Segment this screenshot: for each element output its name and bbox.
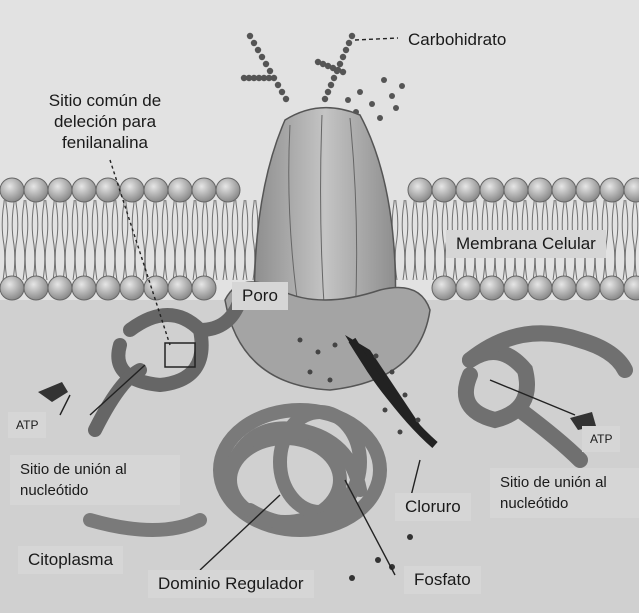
lipid-head	[432, 178, 456, 202]
lipid-head	[528, 178, 552, 202]
lipid-head	[48, 276, 72, 300]
sugar-bead	[255, 47, 261, 53]
sugar-bead	[279, 89, 285, 95]
lipid-head	[24, 276, 48, 300]
lipid-head	[576, 276, 600, 300]
label-dominio-regulador: Dominio Regulador	[148, 570, 314, 598]
sugar-bead	[331, 75, 337, 81]
lipid-head	[192, 276, 216, 300]
lipid-head	[552, 276, 576, 300]
lipid-head	[504, 178, 528, 202]
lipid-head	[192, 178, 216, 202]
lipid-head	[552, 178, 576, 202]
sugar-bead	[343, 47, 349, 53]
sugar-bead	[340, 54, 346, 60]
label-sitio-delecion: Sitio común de deleción para fenilanalin…	[10, 86, 200, 157]
lipid-head	[480, 276, 504, 300]
sugar-bead	[328, 82, 334, 88]
lipid-head	[24, 178, 48, 202]
label-sitio-union-right: Sitio de unión al nucleótido	[490, 468, 639, 518]
lipid-head	[624, 178, 639, 202]
lipid-head	[72, 276, 96, 300]
lipid-head	[456, 178, 480, 202]
lipid-head	[0, 178, 24, 202]
lipid-head	[120, 178, 144, 202]
sugar-bead	[275, 82, 281, 88]
sugar-bead	[259, 54, 265, 60]
lipid-head	[168, 276, 192, 300]
lipid-head	[96, 276, 120, 300]
lipid-head	[480, 178, 504, 202]
lipid-head	[600, 178, 624, 202]
sugar-bead	[251, 40, 257, 46]
lipid-head	[144, 178, 168, 202]
lipid-head	[456, 276, 480, 300]
lipid-head	[144, 276, 168, 300]
lipid-head	[120, 276, 144, 300]
lipid-head	[48, 178, 72, 202]
carbohydrate-chains	[241, 33, 355, 102]
lipid-head	[528, 276, 552, 300]
sugar-bead	[283, 96, 289, 102]
sugar-bead	[263, 61, 269, 67]
label-atp-left: ATP	[8, 412, 46, 438]
sugar-bead	[267, 68, 273, 74]
lipid-head	[432, 276, 456, 300]
lipid-head	[96, 178, 120, 202]
sugar-bead	[349, 33, 355, 39]
lipid-head	[600, 276, 624, 300]
lipid-head	[408, 178, 432, 202]
sugar-bead	[346, 40, 352, 46]
label-membrana-celular: Membrana Celular	[446, 230, 606, 258]
lipid-head	[576, 178, 600, 202]
label-carbohidrato: Carbohidrato	[398, 26, 516, 54]
sugar-bead	[325, 89, 331, 95]
label-cloruro: Cloruro	[395, 493, 471, 521]
label-poro: Poro	[232, 282, 288, 310]
sugar-bead	[337, 61, 343, 67]
sugar-bead	[322, 96, 328, 102]
sugar-bead	[247, 33, 253, 39]
label-citoplasma: Citoplasma	[18, 546, 123, 574]
label-fosfato: Fosfato	[404, 566, 481, 594]
lipid-head	[216, 178, 240, 202]
label-sitio-union-left: Sitio de unión al nucleótido	[10, 455, 180, 505]
sugar-bead	[340, 69, 346, 75]
lipid-head	[72, 178, 96, 202]
lipid-head	[168, 178, 192, 202]
lipid-head	[0, 276, 24, 300]
label-atp-right: ATP	[582, 426, 620, 452]
sugar-bead	[266, 75, 272, 81]
lipid-head	[504, 276, 528, 300]
